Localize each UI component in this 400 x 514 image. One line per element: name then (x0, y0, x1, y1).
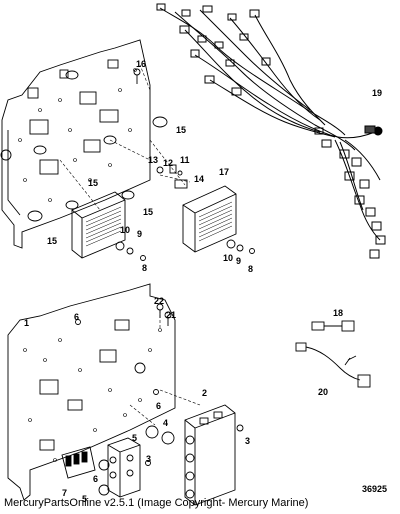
callout-labels: 1 2 3 3 4 5 5 6 6 6 7 8 8 9 9 10 10 11 1… (24, 59, 382, 504)
relay-block (61, 446, 110, 496)
callout-7: 7 (62, 488, 67, 498)
callout-15d: 15 (88, 178, 98, 188)
callout-14: 14 (194, 174, 204, 184)
fuse-block (184, 404, 244, 506)
callout-6b: 6 (156, 401, 161, 411)
callout-18: 18 (333, 308, 343, 318)
wiring-harness-19 (156, 3, 386, 259)
callout-1: 1 (24, 318, 29, 328)
adapter-harness-20 (295, 342, 371, 388)
callout-21: 21 (166, 310, 176, 320)
lower-mounting-plate (7, 283, 201, 501)
callout-10b: 10 (223, 253, 233, 263)
callout-2: 2 (202, 388, 207, 398)
callout-15: 15 (176, 125, 186, 135)
callout-9: 9 (236, 256, 241, 266)
callout-6: 6 (74, 312, 79, 322)
callout-6c: 6 (93, 474, 98, 484)
control-module-left (71, 191, 146, 261)
callout-11: 11 (180, 155, 190, 165)
figure-number: 36925 (362, 484, 388, 494)
screws-lower (75, 303, 172, 466)
callout-22: 22 (154, 296, 164, 306)
callout-9b: 9 (137, 229, 142, 239)
small-hardware-upper (133, 68, 188, 189)
upper-mounting-plate (0, 39, 191, 249)
connector-housing-left (107, 425, 175, 498)
control-module-right (182, 185, 255, 254)
callout-5: 5 (132, 433, 137, 443)
callout-20: 20 (318, 387, 328, 397)
callout-17: 17 (219, 167, 229, 177)
callout-8: 8 (248, 264, 253, 274)
callout-3: 3 (245, 436, 250, 446)
callout-15b: 15 (143, 207, 153, 217)
callout-19: 19 (372, 88, 382, 98)
callout-15c: 15 (47, 236, 57, 246)
copyright-caption: MercuryPartsOnline v2.5.1 (Image Copyrig… (4, 497, 309, 509)
callout-10: 10 (120, 225, 130, 235)
callout-12: 12 (163, 158, 173, 168)
callout-3b: 3 (146, 454, 151, 464)
callout-16: 16 (136, 59, 146, 69)
adapter-harness-18 (311, 320, 355, 332)
callout-13: 13 (148, 155, 158, 165)
callout-4: 4 (163, 418, 168, 428)
callout-5b: 5 (82, 494, 87, 504)
callout-8b: 8 (142, 263, 147, 273)
